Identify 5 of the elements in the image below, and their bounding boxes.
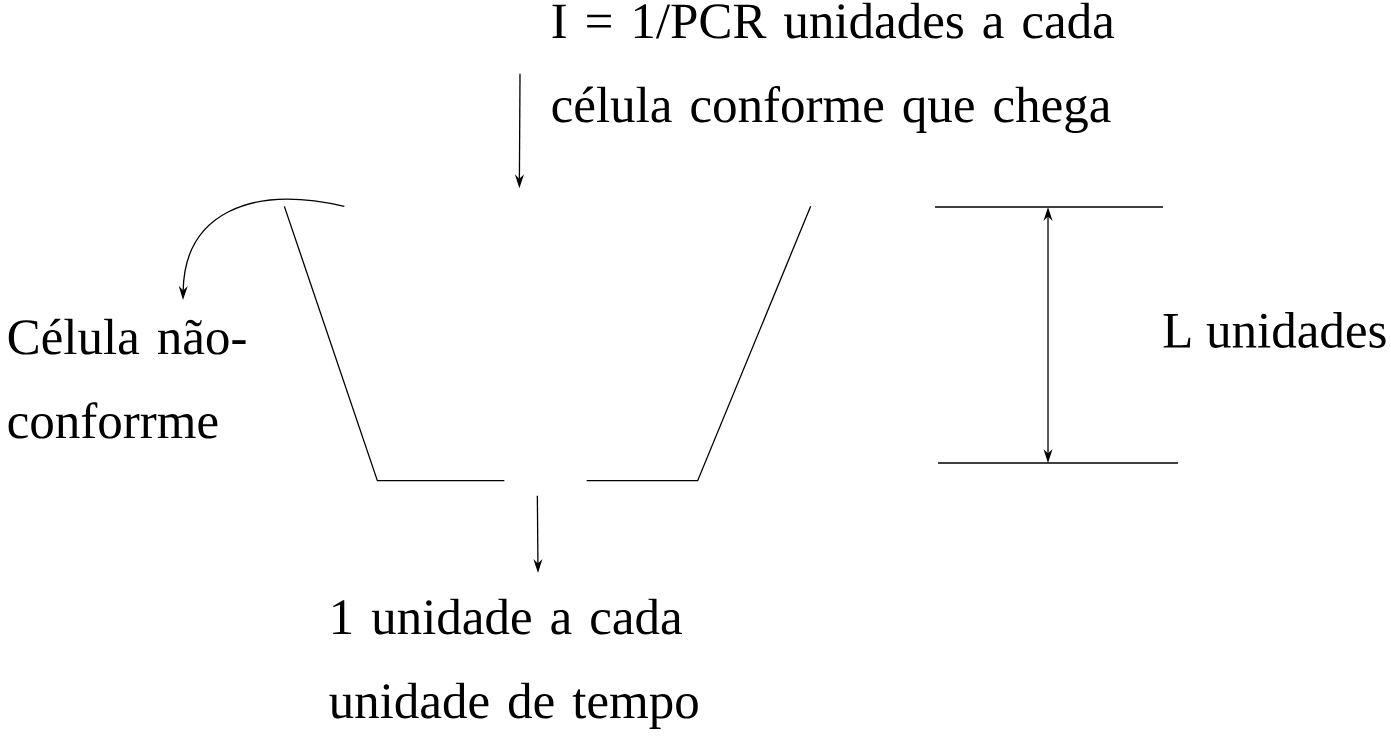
rate-text: I = 1/PCR unidades a cada célula conforme que chega <box>552 2 1115 134</box>
output-text: 1 unidade a cada unidade de tempo <box>329 598 698 729</box>
bucket-drawing <box>283 205 812 482</box>
dimension-label: L unidades <box>1163 312 1386 348</box>
discard-text: Célula não-conforrme <box>8 318 246 439</box>
